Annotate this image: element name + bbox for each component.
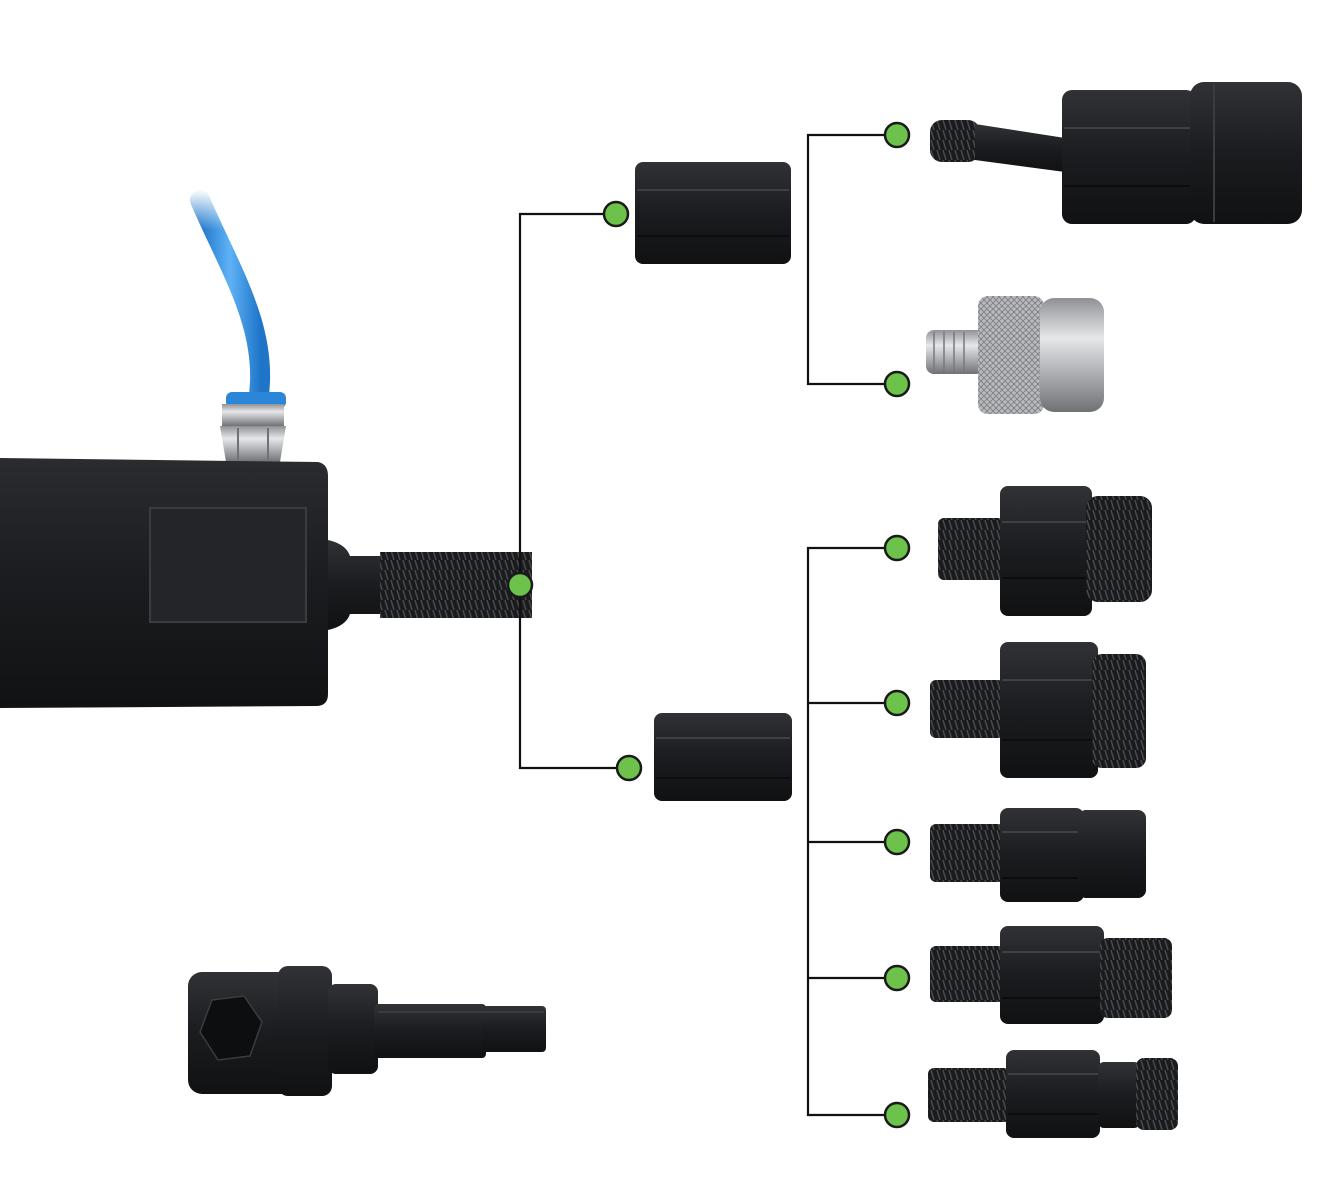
threaded-adapter-1 — [938, 486, 1152, 616]
knurled-chrome-adapter — [926, 296, 1104, 414]
hex-coupler-upper — [635, 162, 791, 264]
threaded-adapter-2 — [930, 642, 1146, 778]
air-fitting — [220, 404, 286, 462]
node-threaded-adapter-2 — [883, 689, 911, 717]
node-shaft — [506, 571, 534, 599]
node-upper-coupler — [602, 200, 630, 228]
threaded-adapter-3 — [930, 808, 1146, 902]
threaded-adapter-4 — [930, 926, 1172, 1024]
node-threaded-adapter-1 — [883, 534, 911, 562]
main-tool-body — [0, 458, 532, 708]
hex-socket-extension — [188, 966, 546, 1096]
node-knurled-adapter — [883, 370, 911, 398]
node-threaded-adapter-3 — [883, 828, 911, 856]
node-bent-stem-adapter — [883, 121, 911, 149]
node-threaded-adapter-5 — [883, 1101, 911, 1129]
hex-coupler-lower — [654, 713, 792, 801]
blue-hose — [170, 190, 286, 412]
bent-stem-adapter — [930, 82, 1302, 224]
connector-lines — [518, 133, 896, 1117]
threaded-adapter-5 — [928, 1050, 1178, 1138]
node-lower-coupler — [615, 754, 643, 782]
threaded-shaft — [380, 552, 532, 618]
node-threaded-adapter-4 — [883, 964, 911, 992]
connector-nodes — [506, 121, 911, 1129]
